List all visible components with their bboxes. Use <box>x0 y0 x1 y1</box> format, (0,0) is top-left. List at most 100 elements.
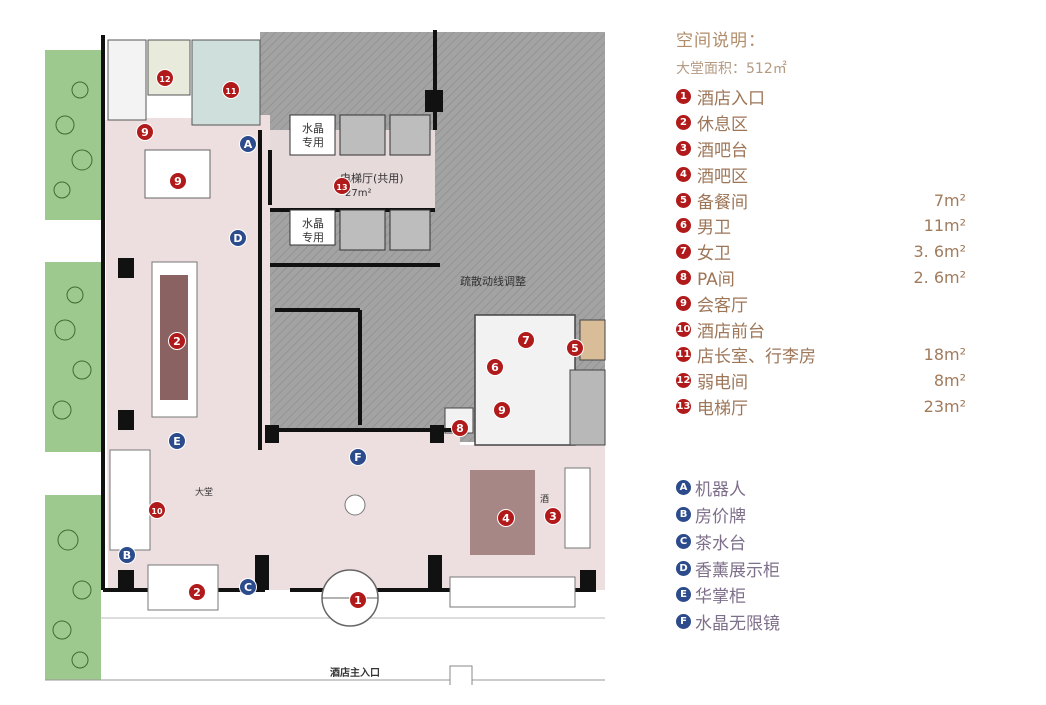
fixture-letter-badge: D <box>676 560 691 576</box>
fixture-name: 香薰展示柜 <box>695 560 780 581</box>
fixture-marker-circle <box>118 546 136 564</box>
fixture-letter-badge: E <box>676 587 691 603</box>
room-marker-text: 5 <box>571 342 579 355</box>
room-marker-circle <box>451 419 469 437</box>
fixture-marker: A <box>239 135 257 153</box>
room-number-badge: 3 <box>676 140 691 156</box>
room-marker-text: 6 <box>491 361 499 374</box>
room-area: 7m² <box>933 190 966 210</box>
room-marker-circle <box>222 81 240 99</box>
room-number-badge: 2 <box>676 115 691 131</box>
floor-plan-drawing: 水晶 专用 水晶 专用 电梯厅(共用) 27m² 疏散动线调整 大堂 酒 酒店主… <box>45 30 606 685</box>
crystal-label-top-b: 专用 <box>302 135 324 149</box>
room-marker-circle <box>333 177 351 195</box>
room-marker-circle <box>544 507 562 525</box>
room-number-badge: 8 <box>676 269 691 285</box>
room-marker-text: 13 <box>336 183 347 192</box>
room-name: 男卫 <box>697 218 731 239</box>
room-number-badge: 7 <box>676 244 691 260</box>
room-marker-circle <box>188 583 206 601</box>
landscape-trees <box>45 50 101 680</box>
room-marker: 9 <box>493 401 511 419</box>
room-name: 电梯厅 <box>697 398 748 419</box>
room-marker: 10 <box>148 501 166 519</box>
fixture-letter-badge: A <box>676 480 691 496</box>
elevator-hall-label: 电梯厅(共用) <box>340 172 404 185</box>
room-marker-text: 9 <box>498 404 506 417</box>
room-number-badge: 13 <box>676 398 691 414</box>
room-marker-text: 8 <box>456 422 464 435</box>
floor-plan: 水晶 专用 水晶 专用 电梯厅(共用) 27m² 疏散动线调整 大堂 酒 酒店主… <box>40 30 610 685</box>
room-marker-circle <box>493 401 511 419</box>
room-marker: 1 <box>349 591 367 609</box>
fixture-marker-circle <box>349 448 367 466</box>
room-area: 8m² <box>933 371 966 391</box>
room-name: 备餐间 <box>697 192 748 213</box>
fixture-marker: B <box>118 546 136 564</box>
room-marker-circle <box>148 501 166 519</box>
fixture-marker-circle <box>229 229 247 247</box>
fixture-marker-text: A <box>244 138 253 151</box>
fixture-marker-text: E <box>173 435 181 448</box>
room-number-badge: 1 <box>676 89 691 105</box>
room-number-badge: 4 <box>676 166 691 182</box>
room-marker-text: 3 <box>549 510 557 523</box>
room-marker: 7 <box>517 331 535 349</box>
room-marker-text: 4 <box>502 512 510 525</box>
fixture-marker-text: D <box>233 232 242 245</box>
room-name: 酒店前台 <box>697 321 765 342</box>
lobby-label: 大堂 <box>195 486 213 498</box>
room-marker-text: 9 <box>174 175 182 188</box>
room-number-badge: 11 <box>676 347 691 363</box>
fixture-letter-badge: C <box>676 533 691 549</box>
crystal-label-bottom: 水晶 <box>302 217 324 230</box>
room-marker-text: 12 <box>159 75 170 84</box>
fixture-letter-badge: F <box>676 614 691 630</box>
room-name: 酒吧台 <box>697 140 748 161</box>
room-marker: 9 <box>136 123 154 141</box>
room-marker-text: 10 <box>151 507 163 516</box>
room-marker: 2 <box>188 583 206 601</box>
evac-label: 疏散动线调整 <box>460 274 526 288</box>
room-name: 酒店入口 <box>697 89 765 110</box>
fixture-marker-circle <box>239 578 257 596</box>
room-marker-circle <box>486 358 504 376</box>
fixture-name: 机器人 <box>695 480 746 501</box>
bar-small-label: 酒 <box>540 494 549 505</box>
room-name: 弱电间 <box>697 373 748 394</box>
room-marker: 6 <box>486 358 504 376</box>
columns <box>118 90 596 592</box>
room-name: 会客厅 <box>697 295 748 316</box>
room-marker-text: 11 <box>225 87 237 96</box>
room-marker-text: 1 <box>354 594 362 607</box>
room-marker: 3 <box>544 507 562 525</box>
room-legend-item: 1 酒店入口 <box>676 84 1006 110</box>
room-name: 休息区 <box>697 115 748 136</box>
room-marker-text: 9 <box>141 126 149 139</box>
room-marker: 8 <box>451 419 469 437</box>
fixture-marker: C <box>239 578 257 596</box>
fixture-name: 水晶无限镜 <box>695 614 780 635</box>
fixture-letter-badge: B <box>676 507 691 523</box>
lobby-area-label: 大堂面积：512㎡ <box>676 61 787 77</box>
fixture-marker-circle <box>239 135 257 153</box>
room-marker: 2 <box>168 332 186 350</box>
room-area: 11m² <box>923 216 966 236</box>
room-marker-text: 7 <box>522 334 530 347</box>
fixture-name: 华掌柜 <box>695 587 746 608</box>
room-marker-circle <box>497 509 515 527</box>
room-area: 2. 6m² <box>913 267 966 287</box>
